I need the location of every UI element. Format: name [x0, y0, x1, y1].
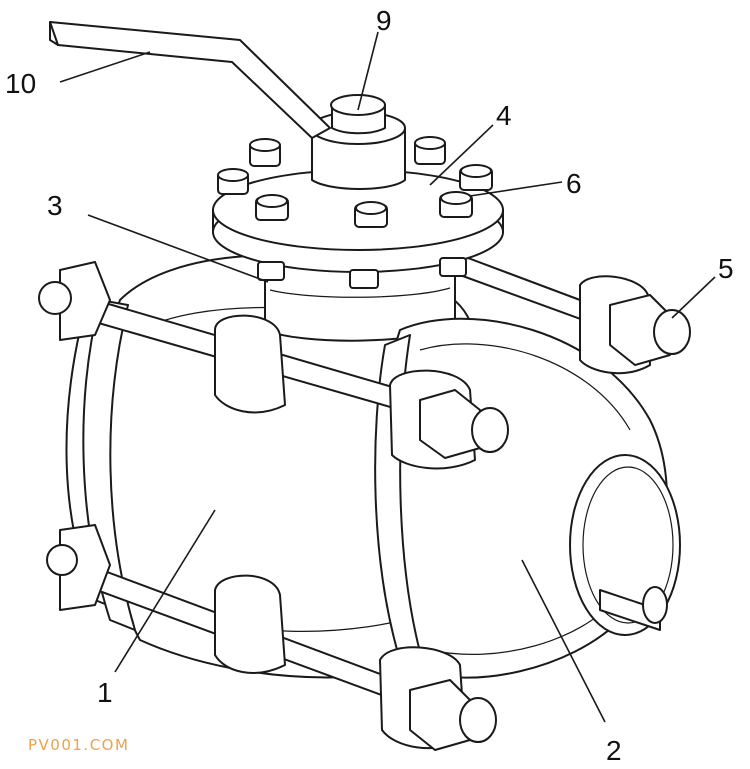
callout-9: 9: [376, 5, 392, 36]
nut: [349, 269, 379, 289]
watermark-text: PV001.COM: [28, 736, 129, 754]
nut: [257, 261, 285, 281]
callout-5: 5: [718, 253, 734, 284]
bolt: [255, 194, 289, 221]
bolt: [459, 164, 493, 191]
flange-bolts: [217, 136, 493, 289]
bolt: [249, 138, 281, 167]
callouts: 10 9 4 6 3 5 1 2: [5, 5, 734, 766]
bolt: [414, 136, 446, 165]
bolt: [354, 201, 388, 228]
nut: [439, 257, 467, 277]
bolt: [217, 168, 249, 195]
leader-lines: [59, 31, 716, 723]
callout-6: 6: [566, 168, 582, 199]
callout-2: 2: [606, 735, 622, 766]
callout-3: 3: [47, 190, 63, 221]
bolt: [439, 191, 473, 218]
lugs: [38, 261, 691, 751]
stem-gland: [310, 94, 406, 190]
callout-10: 10: [5, 68, 36, 99]
callout-1: 1: [97, 677, 113, 708]
handle-lever: [49, 21, 331, 139]
callout-4: 4: [496, 100, 512, 131]
